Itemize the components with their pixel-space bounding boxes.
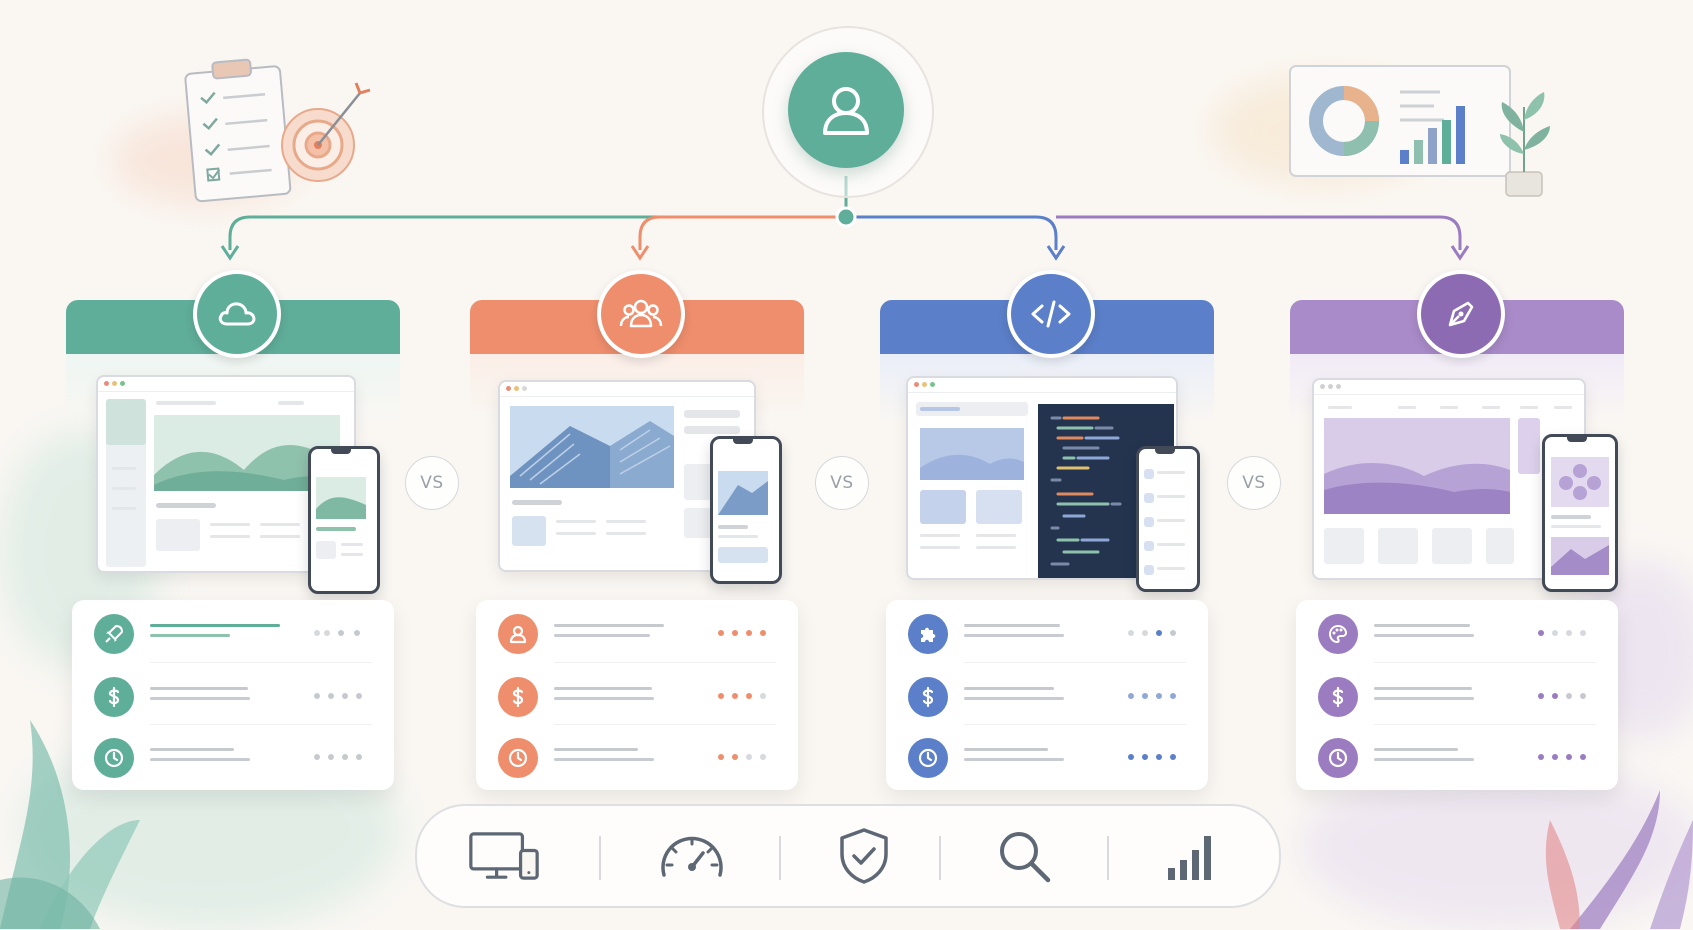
criterion-security <box>829 824 899 888</box>
criterion-seo <box>989 824 1059 888</box>
person-icon <box>509 625 527 644</box>
target-icon <box>281 82 371 182</box>
speedometer-icon <box>661 836 723 877</box>
dollar-icon <box>922 686 934 708</box>
clock-icon <box>104 748 124 768</box>
building-image <box>510 406 674 488</box>
vs-badge: VS <box>405 456 459 510</box>
phone-mockup <box>308 446 380 594</box>
metric-row <box>476 604 798 660</box>
hero-image <box>1324 418 1510 514</box>
code-icon <box>1031 300 1071 328</box>
criterion-performance <box>657 824 727 888</box>
desktop-mockup <box>498 380 756 572</box>
plant-icon <box>1500 92 1550 197</box>
dollar-icon <box>108 686 120 708</box>
metric-row <box>886 604 1208 660</box>
leaf-decor-right <box>1545 790 1693 929</box>
column-icon-badge <box>1417 270 1505 358</box>
vs-badge: VS <box>815 456 869 510</box>
criterion-analytics <box>1157 824 1227 888</box>
cloud-icon <box>218 302 256 326</box>
clock-icon <box>918 748 938 768</box>
search-icon <box>1000 832 1051 883</box>
criteria-bar <box>415 804 1281 908</box>
dollar-icon <box>512 686 524 708</box>
pen-tool-icon <box>1448 301 1474 327</box>
metric-row <box>1296 604 1618 660</box>
vs-badge: VS <box>1227 456 1281 510</box>
shield-check-icon <box>840 828 888 884</box>
bar-chart-icon <box>1168 836 1211 880</box>
metric-row <box>886 667 1208 723</box>
desktop-mockup <box>906 376 1178 580</box>
phone-mockup <box>1136 446 1200 592</box>
connector-lines <box>220 176 1470 261</box>
user-icon <box>823 87 869 135</box>
option-column-green <box>66 270 400 790</box>
devices-icon <box>469 832 539 880</box>
puzzle-icon <box>921 627 936 642</box>
clipboard-checklist-icon <box>184 58 371 203</box>
option-column-orange <box>470 270 804 790</box>
column-icon-badge <box>193 270 281 358</box>
criterion-devices <box>469 824 539 888</box>
metrics-card <box>1296 600 1618 790</box>
phone-mockup <box>1542 434 1618 592</box>
column-icon-badge <box>597 270 685 358</box>
column-icon-badge <box>1007 270 1095 358</box>
metrics-card <box>886 600 1208 790</box>
phone-mockup <box>710 436 782 584</box>
desktop-mockup <box>1312 378 1586 580</box>
palette-icon <box>1328 624 1348 644</box>
clock-icon <box>508 748 528 768</box>
metric-row <box>1296 667 1618 723</box>
metric-row <box>476 728 798 784</box>
leaf-decor-left <box>0 720 140 929</box>
metric-row <box>1296 728 1618 784</box>
metrics-card <box>476 600 798 790</box>
option-column-blue <box>880 270 1214 790</box>
rocket-icon <box>105 625 123 643</box>
dollar-icon <box>1332 686 1344 708</box>
metric-row <box>72 728 394 784</box>
clock-icon <box>1328 748 1348 768</box>
option-column-purple <box>1290 270 1624 790</box>
user-node <box>788 52 904 168</box>
team-icon <box>619 299 663 328</box>
metric-row <box>476 667 798 723</box>
dashboard-chart-icon <box>1289 65 1550 197</box>
metric-row <box>72 604 394 660</box>
metrics-card <box>72 600 394 790</box>
metric-row <box>72 667 394 723</box>
metric-row <box>886 728 1208 784</box>
